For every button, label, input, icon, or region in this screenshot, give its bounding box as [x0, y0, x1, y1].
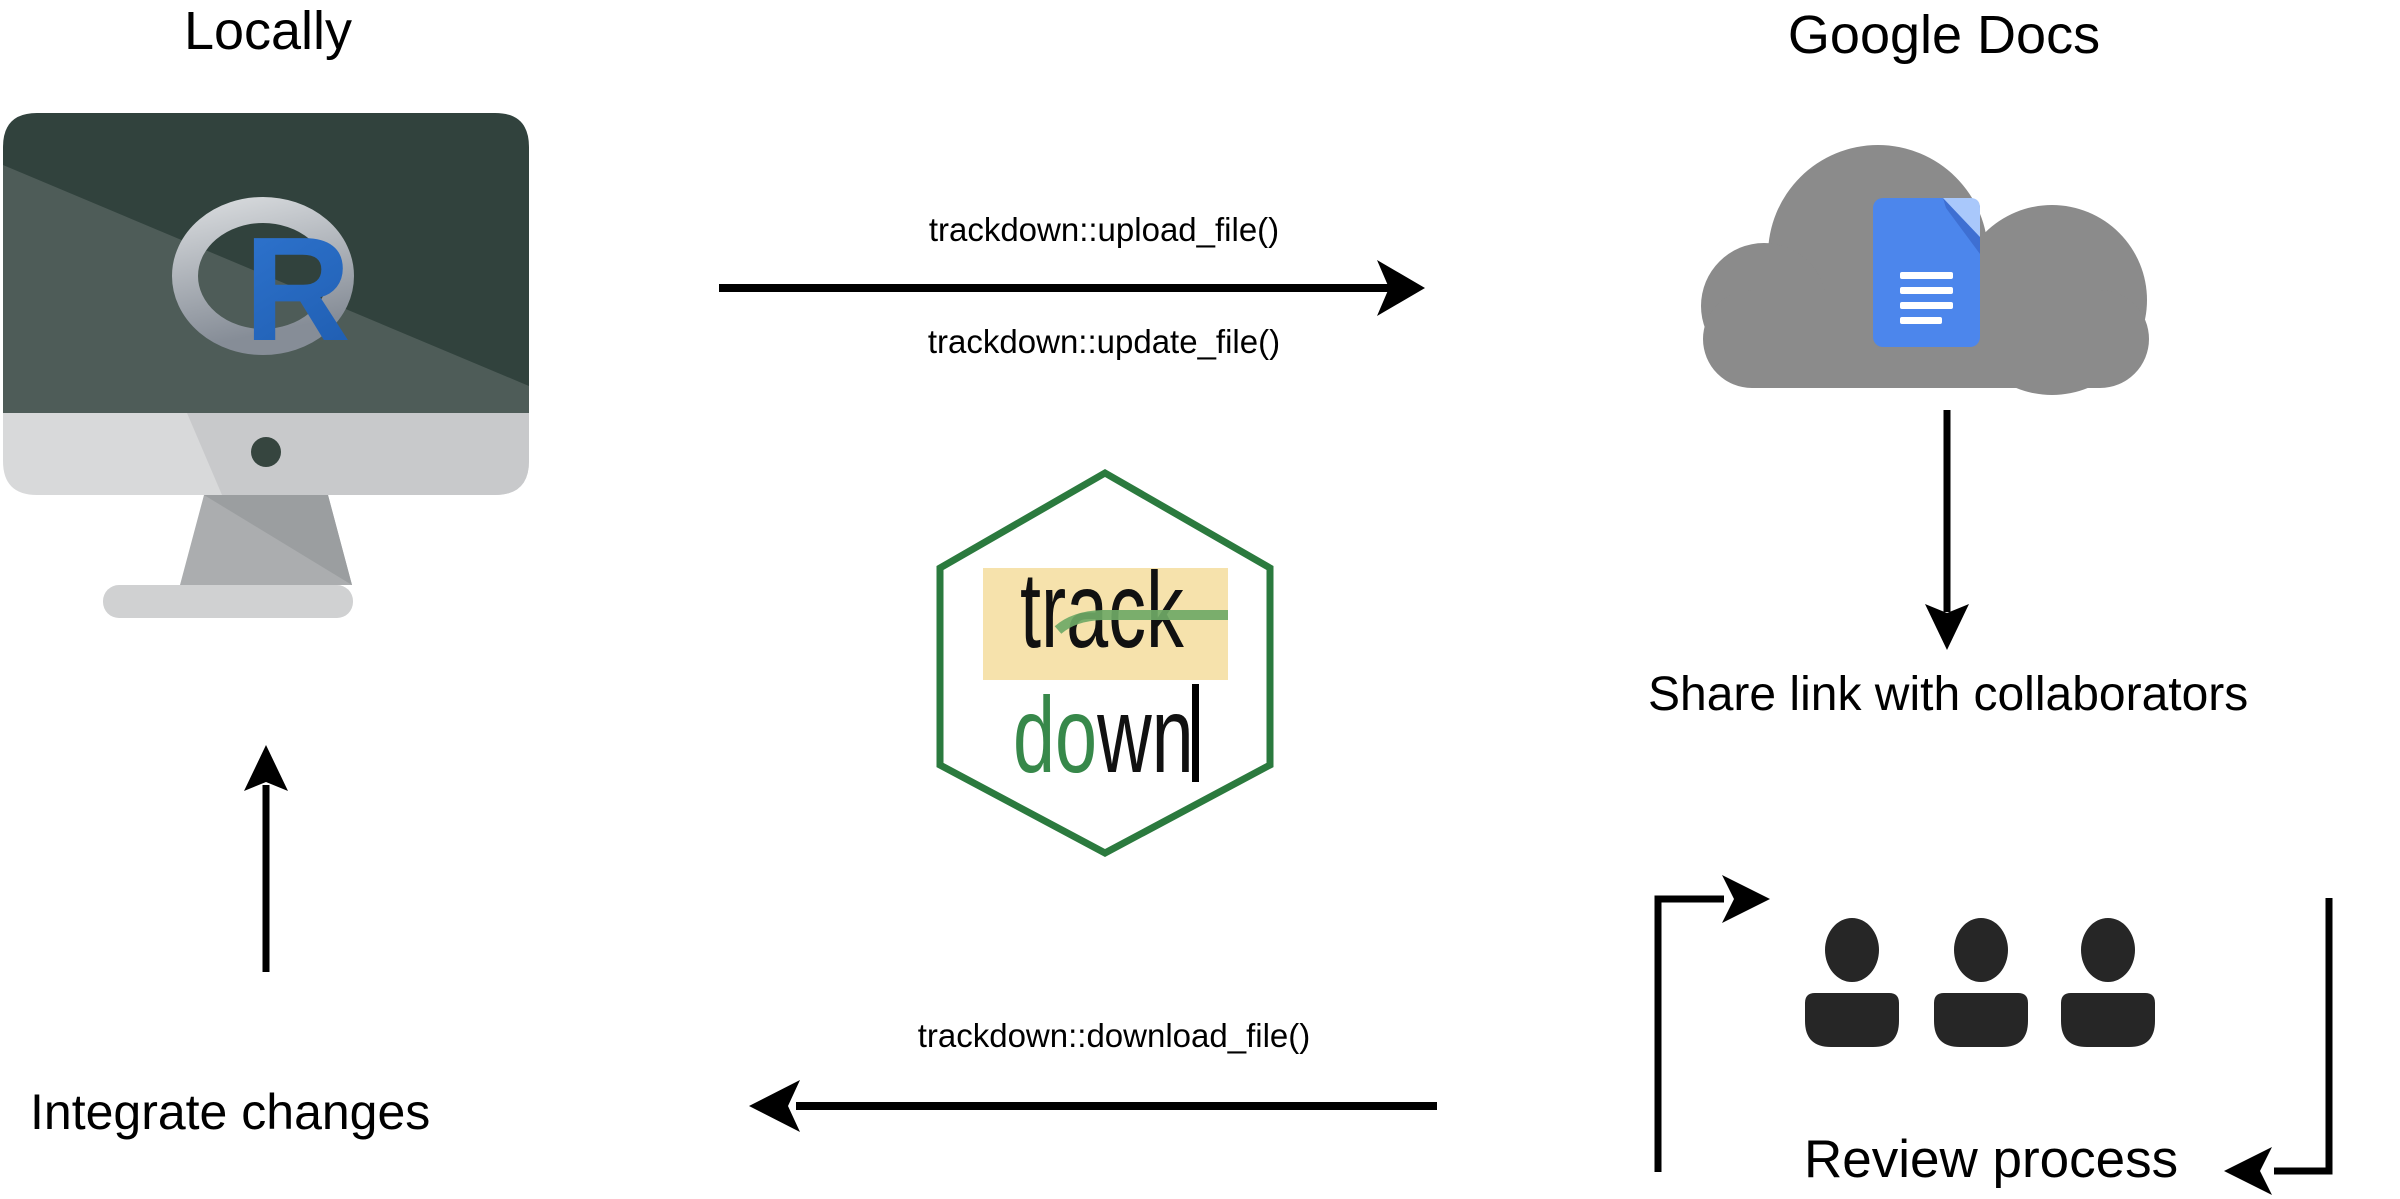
- monitor-chin-shade: [187, 413, 529, 495]
- google-docs-title: Google Docs: [1787, 5, 2101, 65]
- download-arrow: [749, 1080, 1437, 1132]
- locally-title: Locally: [183, 1, 353, 61]
- logo-word-track: track: [1020, 550, 1184, 670]
- logo-text-cursor: [1192, 684, 1199, 782]
- share-arrow: [1925, 410, 1969, 650]
- upload-file-label: trackdown::upload_file(): [928, 211, 1280, 248]
- review-loop-right-arrow: [2224, 898, 2333, 1195]
- logo-highlight: [983, 568, 1228, 680]
- monitor-stand-shade: [204, 495, 352, 585]
- person-icon: [1805, 918, 1899, 1047]
- upload-arrow: [719, 260, 1425, 316]
- person-icon: [1934, 918, 2028, 1047]
- update-file-label: trackdown::update_file(): [927, 323, 1281, 360]
- monitor-screen: [3, 113, 529, 413]
- integrate-changes-label: Integrate changes: [30, 1084, 431, 1140]
- monitor-webcam: [251, 437, 281, 467]
- download-file-label: trackdown::download_file(): [917, 1017, 1311, 1054]
- r-logo-icon: R: [172, 197, 354, 372]
- monitor-screen-glare: [3, 165, 529, 413]
- logo-word-down: down: [1013, 675, 1194, 795]
- review-process-label: Review process: [1804, 1130, 2179, 1189]
- monitor-base: [103, 585, 353, 618]
- google-docs-icon: [1873, 198, 1980, 347]
- person-icon: [2061, 918, 2155, 1047]
- collaborators-icon: [1805, 918, 2155, 1047]
- integrate-arrow: [244, 745, 288, 972]
- imac-monitor-icon: R: [3, 113, 529, 618]
- cloud-icon: [1701, 145, 2149, 395]
- share-link-label: Share link with collaborators: [1648, 668, 2249, 721]
- logo-strikethrough: [1054, 610, 1228, 634]
- review-loop-left-arrow: [1654, 875, 1770, 1172]
- trackdown-hex-icon: track down: [936, 468, 1274, 857]
- svg-text:R: R: [244, 207, 351, 372]
